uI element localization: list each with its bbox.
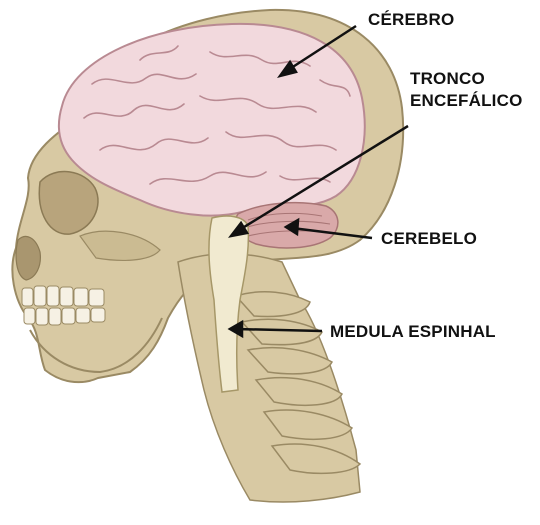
label-cerebro: CÉREBRO [368,9,454,31]
label-medula-espinhal: MEDULA ESPINHAL [330,321,496,343]
label-cerebelo: CEREBELO [381,228,477,250]
cervical-spine [178,254,360,502]
upper-teeth [22,286,104,306]
label-tronco-encefalico: TRONCO ENCEFÁLICO [410,68,523,112]
label-tronco-line2: ENCEFÁLICO [410,90,523,112]
label-tronco-line1: TRONCO [410,68,523,90]
